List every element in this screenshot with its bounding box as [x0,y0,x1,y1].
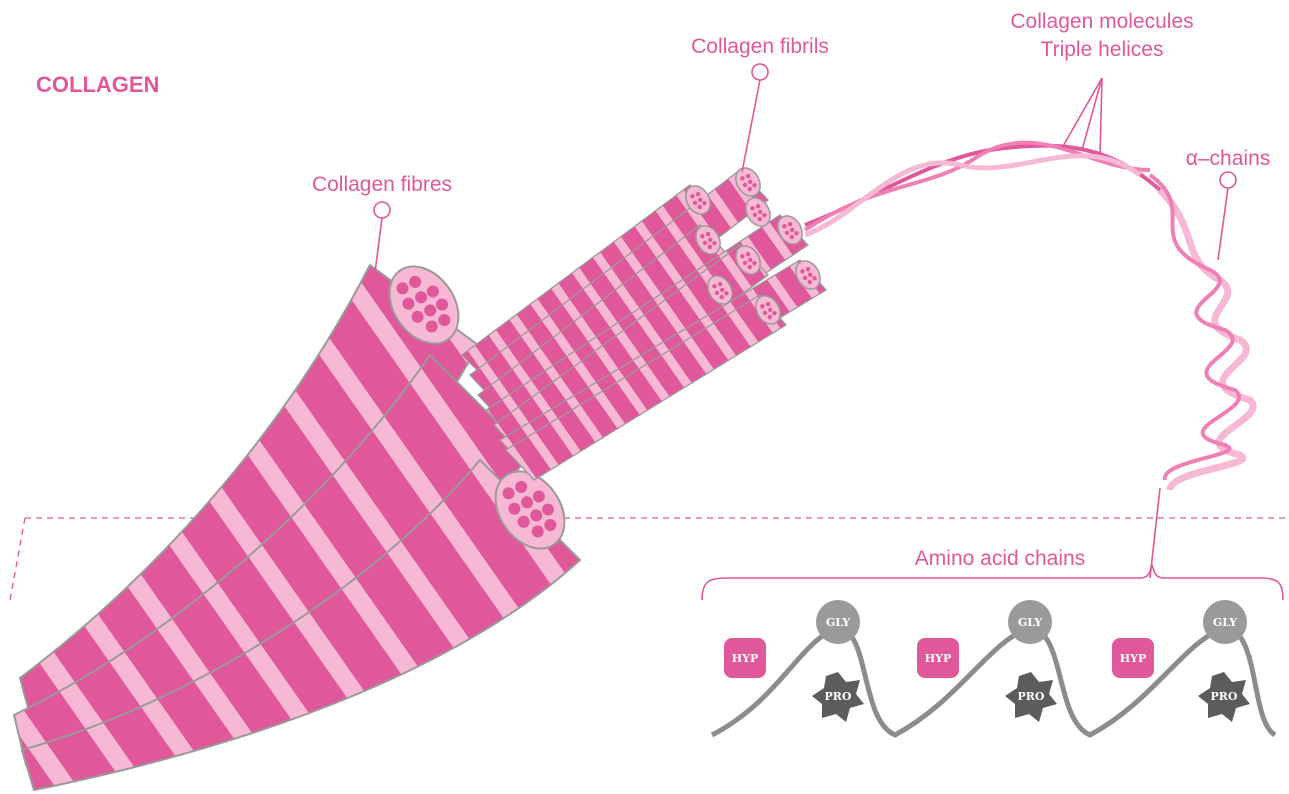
pro-label: PRO [1211,690,1238,703]
label-collagen-fibrils: Collagen fibrils [691,35,829,58]
amino-brace [702,565,1283,600]
gly-label: GLY [1213,616,1237,629]
pro-label: PRO [1018,690,1045,703]
label-collagen-fibres: Collagen fibres [312,173,452,196]
label-alpha-chains: α–chains [1186,147,1271,170]
page-title: COLLAGEN [36,72,159,97]
dashed-divider-slant [10,518,25,600]
label-amino-acid-chains: Amino acid chains [915,547,1085,570]
label-triple-helices: Triple helices [1041,38,1164,61]
gly-label: GLY [1018,616,1042,629]
pro-label: PRO [825,690,852,703]
hyp-label: HYP [1120,652,1147,665]
hyp-label: HYP [925,652,952,665]
triple-helix [805,143,1253,490]
amino-backbone [712,628,1275,735]
label-collagen-molecules: Collagen molecules [1010,10,1193,33]
hyp-label: HYP [732,652,759,665]
gly-label: GLY [826,616,850,629]
collagen-fibrils [462,164,826,480]
amino-acid-chain: GLY HYP PRO GLY HYP PRO GLY HYP PRO [702,565,1283,735]
